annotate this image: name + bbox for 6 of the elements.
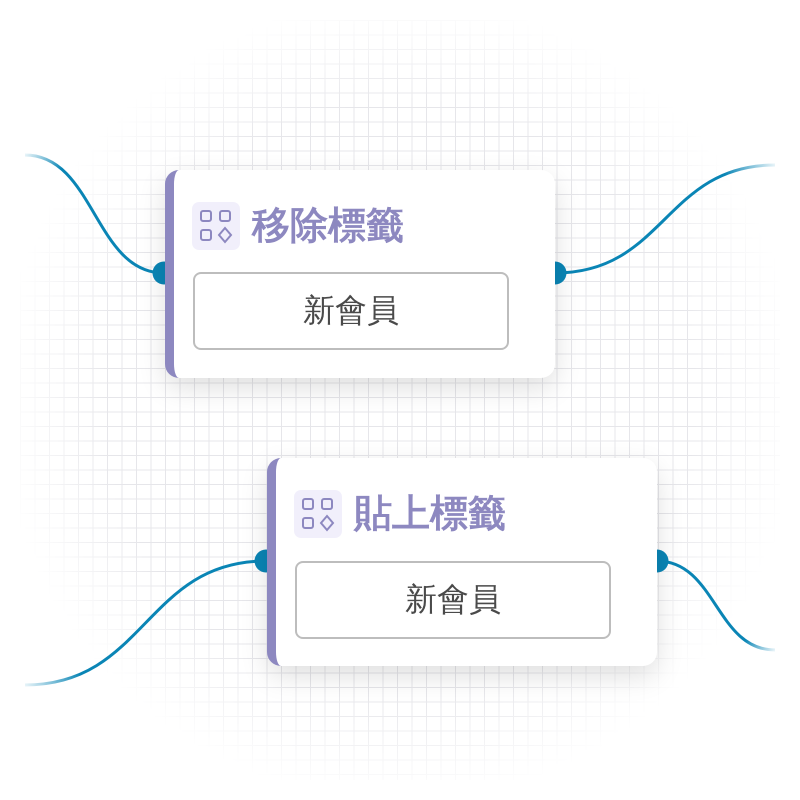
tag-field: 新會員 — [295, 561, 611, 639]
node-title: 移除標籤 — [252, 205, 404, 247]
tag-field: 新會員 — [193, 272, 509, 350]
node-title: 貼上標籤 — [354, 493, 506, 535]
node-card — [267, 458, 657, 666]
node-card — [165, 170, 555, 378]
